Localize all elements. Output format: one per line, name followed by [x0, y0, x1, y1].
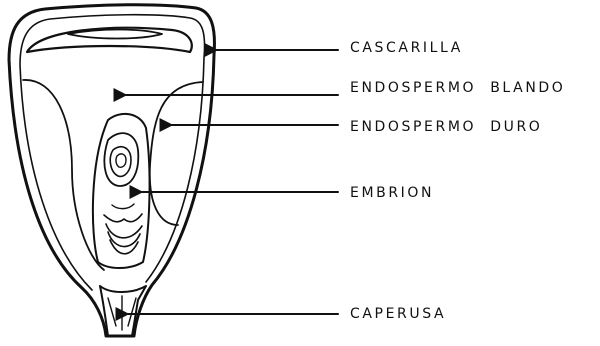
label-cascarilla: CASCARILLA	[350, 40, 463, 56]
endosperm-soft-region	[27, 28, 192, 52]
embryo	[93, 114, 150, 268]
label-caperusa: CAPERUSA	[350, 306, 446, 322]
label-endospermo-duro: ENDOSPERMO DURO	[350, 119, 542, 135]
label-arrows	[126, 50, 338, 314]
label-endospermo-blando: ENDOSPERMO BLANDO	[350, 80, 565, 96]
label-embrion: EMBRION	[350, 185, 434, 201]
